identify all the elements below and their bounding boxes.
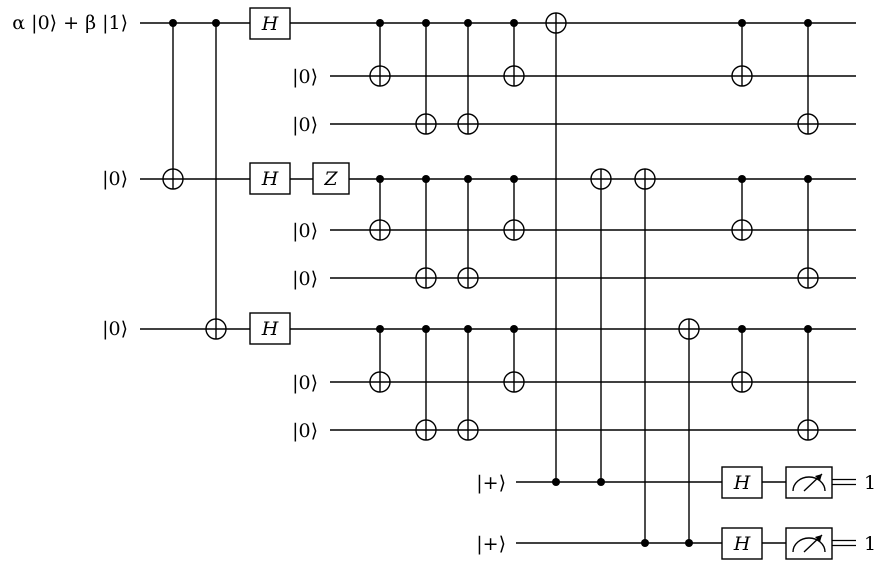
xor-target-icon (457, 113, 479, 135)
xor-target-icon (415, 419, 437, 441)
control-dot (464, 325, 472, 333)
xor-target-icon (162, 168, 184, 190)
hadamard-gate: H (249, 312, 291, 345)
control-dot (510, 175, 518, 183)
xor-target-icon (369, 219, 391, 241)
gate-label: Z (323, 168, 338, 190)
control-dot (212, 19, 220, 27)
control-dot (804, 19, 812, 27)
xor-target-icon (503, 219, 525, 241)
hadamard-gate: H (721, 527, 763, 560)
control-dot (597, 478, 605, 486)
control-dot (552, 478, 560, 486)
measurement-result: 1 (864, 472, 876, 494)
xor-target-icon (797, 419, 819, 441)
hadamard-gate: H (721, 466, 763, 499)
gate-label: H (733, 472, 751, 494)
gate-label: H (733, 533, 751, 555)
qubit-label-5: |0⟩ (292, 268, 318, 290)
gate-label: H (261, 13, 279, 35)
xor-target-icon (590, 168, 612, 190)
qubit-label-2: |0⟩ (292, 114, 318, 136)
xor-target-icon (634, 168, 656, 190)
gate-label: H (261, 168, 279, 190)
cnot-targets (162, 12, 819, 441)
control-dot (738, 325, 746, 333)
control-lines (172, 23, 809, 543)
measurements (785, 466, 833, 560)
xor-target-icon (731, 219, 753, 241)
control-dot (422, 325, 430, 333)
hadamard-gate: H (249, 7, 291, 40)
control-dot (738, 175, 746, 183)
qubit-label-4: |0⟩ (292, 220, 318, 242)
qubit-label-7: |0⟩ (292, 372, 318, 394)
control-dot (376, 325, 384, 333)
control-dot (169, 19, 177, 27)
control-dot (510, 325, 518, 333)
control-dot (685, 539, 693, 547)
control-dot (464, 175, 472, 183)
measurement-outputs: 1 1 (864, 472, 876, 555)
xor-target-icon (678, 318, 700, 340)
xor-target-icon (797, 267, 819, 289)
qubit-label-3: |0⟩ (102, 168, 128, 190)
xor-target-icon (369, 65, 391, 87)
xor-target-icon (731, 371, 753, 393)
qubit-label-1: |0⟩ (292, 66, 318, 88)
control-dot (510, 19, 518, 27)
control-dot (804, 325, 812, 333)
xor-target-icon (797, 113, 819, 135)
qubit-label-6: |0⟩ (102, 318, 128, 340)
qubit-label-10: |+⟩ (476, 533, 506, 555)
xor-target-icon (503, 65, 525, 87)
qubit-label-0: α |0⟩ + β |1⟩ (12, 12, 128, 34)
xor-target-icon (415, 267, 437, 289)
control-dots (169, 19, 812, 547)
xor-target-icon (457, 419, 479, 441)
xor-target-icon (205, 318, 227, 340)
control-dot (738, 19, 746, 27)
control-dot (376, 175, 384, 183)
z-gate: Z (312, 162, 350, 195)
meter-icon (785, 527, 833, 560)
qubit-label-8: |0⟩ (292, 420, 318, 442)
control-dot (641, 539, 649, 547)
control-dot (422, 19, 430, 27)
control-dot (804, 175, 812, 183)
qubit-wires (140, 22, 856, 544)
control-dot (422, 175, 430, 183)
measurement-result: 1 (864, 533, 876, 555)
meter-icon (785, 466, 833, 499)
xor-target-icon (503, 371, 525, 393)
xor-target-icon (545, 12, 567, 34)
xor-target-icon (369, 371, 391, 393)
xor-target-icon (731, 65, 753, 87)
qubit-label-9: |+⟩ (476, 472, 506, 494)
gate-label: H (261, 318, 279, 340)
control-dot (464, 19, 472, 27)
xor-target-icon (415, 113, 437, 135)
xor-target-icon (457, 267, 479, 289)
hadamard-gate: H (249, 162, 291, 195)
single-qubit-gates: H H Z H H H (249, 7, 763, 560)
classical-wires (832, 478, 856, 547)
qubit-labels: α |0⟩ + β |1⟩ |0⟩ |0⟩ |0⟩ |0⟩ |0⟩ |0⟩ |0… (12, 12, 506, 555)
control-dot (376, 19, 384, 27)
